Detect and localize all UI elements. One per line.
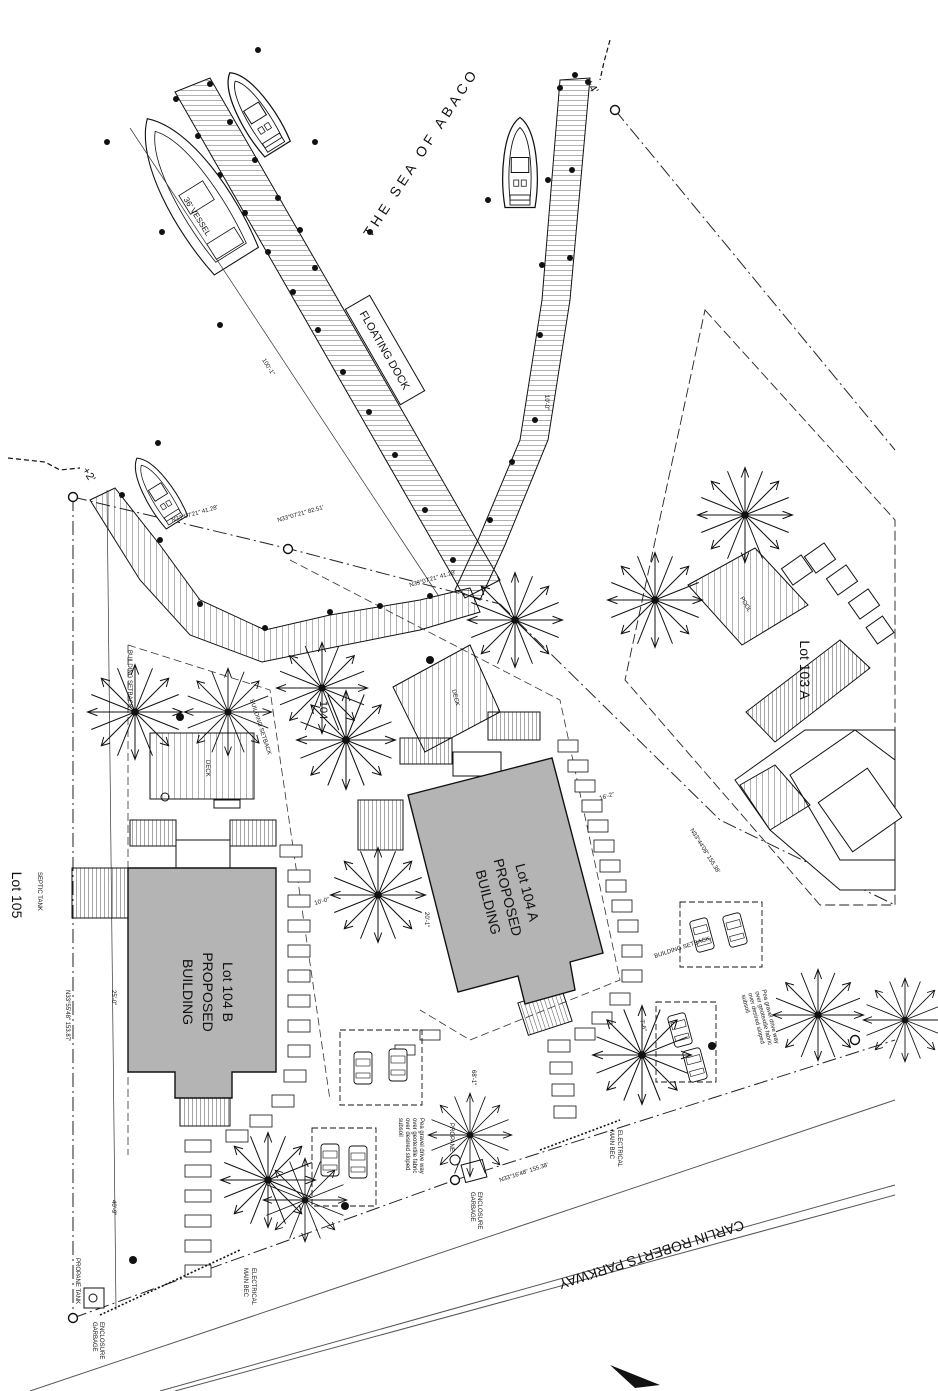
building-104b-line1: Lot 104 B: [220, 962, 236, 1022]
dock-pilings: [104, 47, 591, 631]
electrical-label-east: ELECTRICAL MAIN BEC: [608, 1130, 622, 1168]
dimension-20ft: 20'-1": [423, 912, 429, 927]
dimension-100ft: 100'-1": [260, 358, 275, 377]
lot-103a-label: Lot 103 A: [797, 640, 813, 700]
large-vessel: [144, 118, 260, 276]
trees-dots: [129, 656, 716, 1264]
deck-label-104b: DECK: [204, 760, 210, 777]
building-104b-line2: PROPOSED: [200, 952, 216, 1031]
propane-label: PROPANE: [448, 1123, 454, 1152]
drive-note-west-4: subsoil: [397, 1118, 403, 1137]
drive-note-west-3: over desired sloped: [404, 1118, 410, 1170]
setback-label-west: BUILDING SETBACK: [126, 650, 132, 708]
electrical-east-line2: MAIN BEC: [608, 1130, 614, 1160]
bearing-label-6: N33°44'08" 155.38': [688, 828, 720, 875]
electrical-lines: [99, 1119, 621, 1316]
dimension-10ft: 10'-0": [314, 897, 330, 907]
dock-dimension-line: [129, 127, 439, 596]
floating-dock: [89, 77, 591, 663]
carlin-roberts-parkway: [29, 1099, 896, 1391]
parking-pads: [311, 901, 763, 1207]
shoreline: [7, 457, 81, 471]
elevation-plus2: +2': [79, 465, 97, 484]
dimension-7ft: 7'-6": [638, 1019, 647, 1032]
drive-note-east: Pea gravel drive way over geotextile fab…: [740, 989, 780, 1046]
lot-105-label: Lot 105: [9, 872, 25, 919]
bearing-label-1: N33°07'21" 82.51': [277, 505, 325, 524]
utility-boxes: [83, 1154, 488, 1309]
garbage-west-line1: ENCLOSURE: [98, 1322, 104, 1359]
drive-note-west-2: over geotextile fabric: [411, 1118, 417, 1173]
building-104b-label: Lot 104 B PROPOSED BUILDING: [180, 952, 236, 1031]
deck-label-104a: DECK: [450, 689, 460, 707]
drive-note-west-1: Pea gravel drive way: [418, 1118, 424, 1174]
lot-104-label: 104: [317, 701, 329, 719]
garbage-west-line2: GARBAGE: [91, 1322, 97, 1352]
dimension-68ft: 68'-1": [470, 1070, 476, 1085]
north-arrow-icon: [610, 1365, 660, 1388]
electrical-west-line2: MAIN BEC: [242, 1268, 248, 1298]
electrical-east-line1: ELECTRICAL: [616, 1130, 622, 1168]
lot-103a-zone: [624, 309, 896, 906]
building-104b-line3: BUILDING: [180, 959, 196, 1025]
building-104a: [407, 757, 604, 1005]
garbage-east-line2: GARBAGE: [469, 1192, 475, 1222]
garbage-label-west: ENCLOSURE GARBAGE: [91, 1322, 104, 1359]
electrical-label-west: ELECTRICAL MAIN BEC: [242, 1268, 256, 1306]
lot-104a-deck: [357, 644, 573, 1036]
dimension-16ft: 16'-2": [599, 792, 615, 802]
dimension-dock-right: 10'-0": [543, 395, 549, 410]
electrical-west-line1: ELECTRICAL: [250, 1268, 256, 1306]
survey-markers: [67, 104, 861, 1324]
propane-tank-label: PROPANE TANK: [74, 1258, 80, 1304]
bearing-label-4: N33°55'48" 153.87': [64, 990, 70, 1041]
shoreline-north: [599, 39, 611, 81]
dimension-40ft: 40'-9": [110, 1200, 116, 1215]
garbage-east-line1: ENCLOSURE: [476, 1192, 482, 1229]
garbage-label-east: ENCLOSURE GARBAGE: [469, 1192, 482, 1229]
building-104b: [127, 867, 277, 1099]
sea-label: THE SEA OF ABACO: [360, 65, 482, 240]
boats: [124, 62, 538, 531]
road-label: CARLIN ROBERTS PARKWAY: [556, 1217, 746, 1292]
dimension-25ft: 25'-0": [110, 990, 116, 1005]
lot-103a-structures: [687, 542, 903, 891]
septic-tank-label: SEPTIC TANK: [36, 872, 42, 911]
drive-note-west: Pea gravel drive way over geotextile fab…: [397, 1118, 424, 1174]
bearing-label-5: N33°16'48" 155.38': [499, 1162, 550, 1184]
drive-note-east-4: subsoil: [740, 994, 750, 1014]
